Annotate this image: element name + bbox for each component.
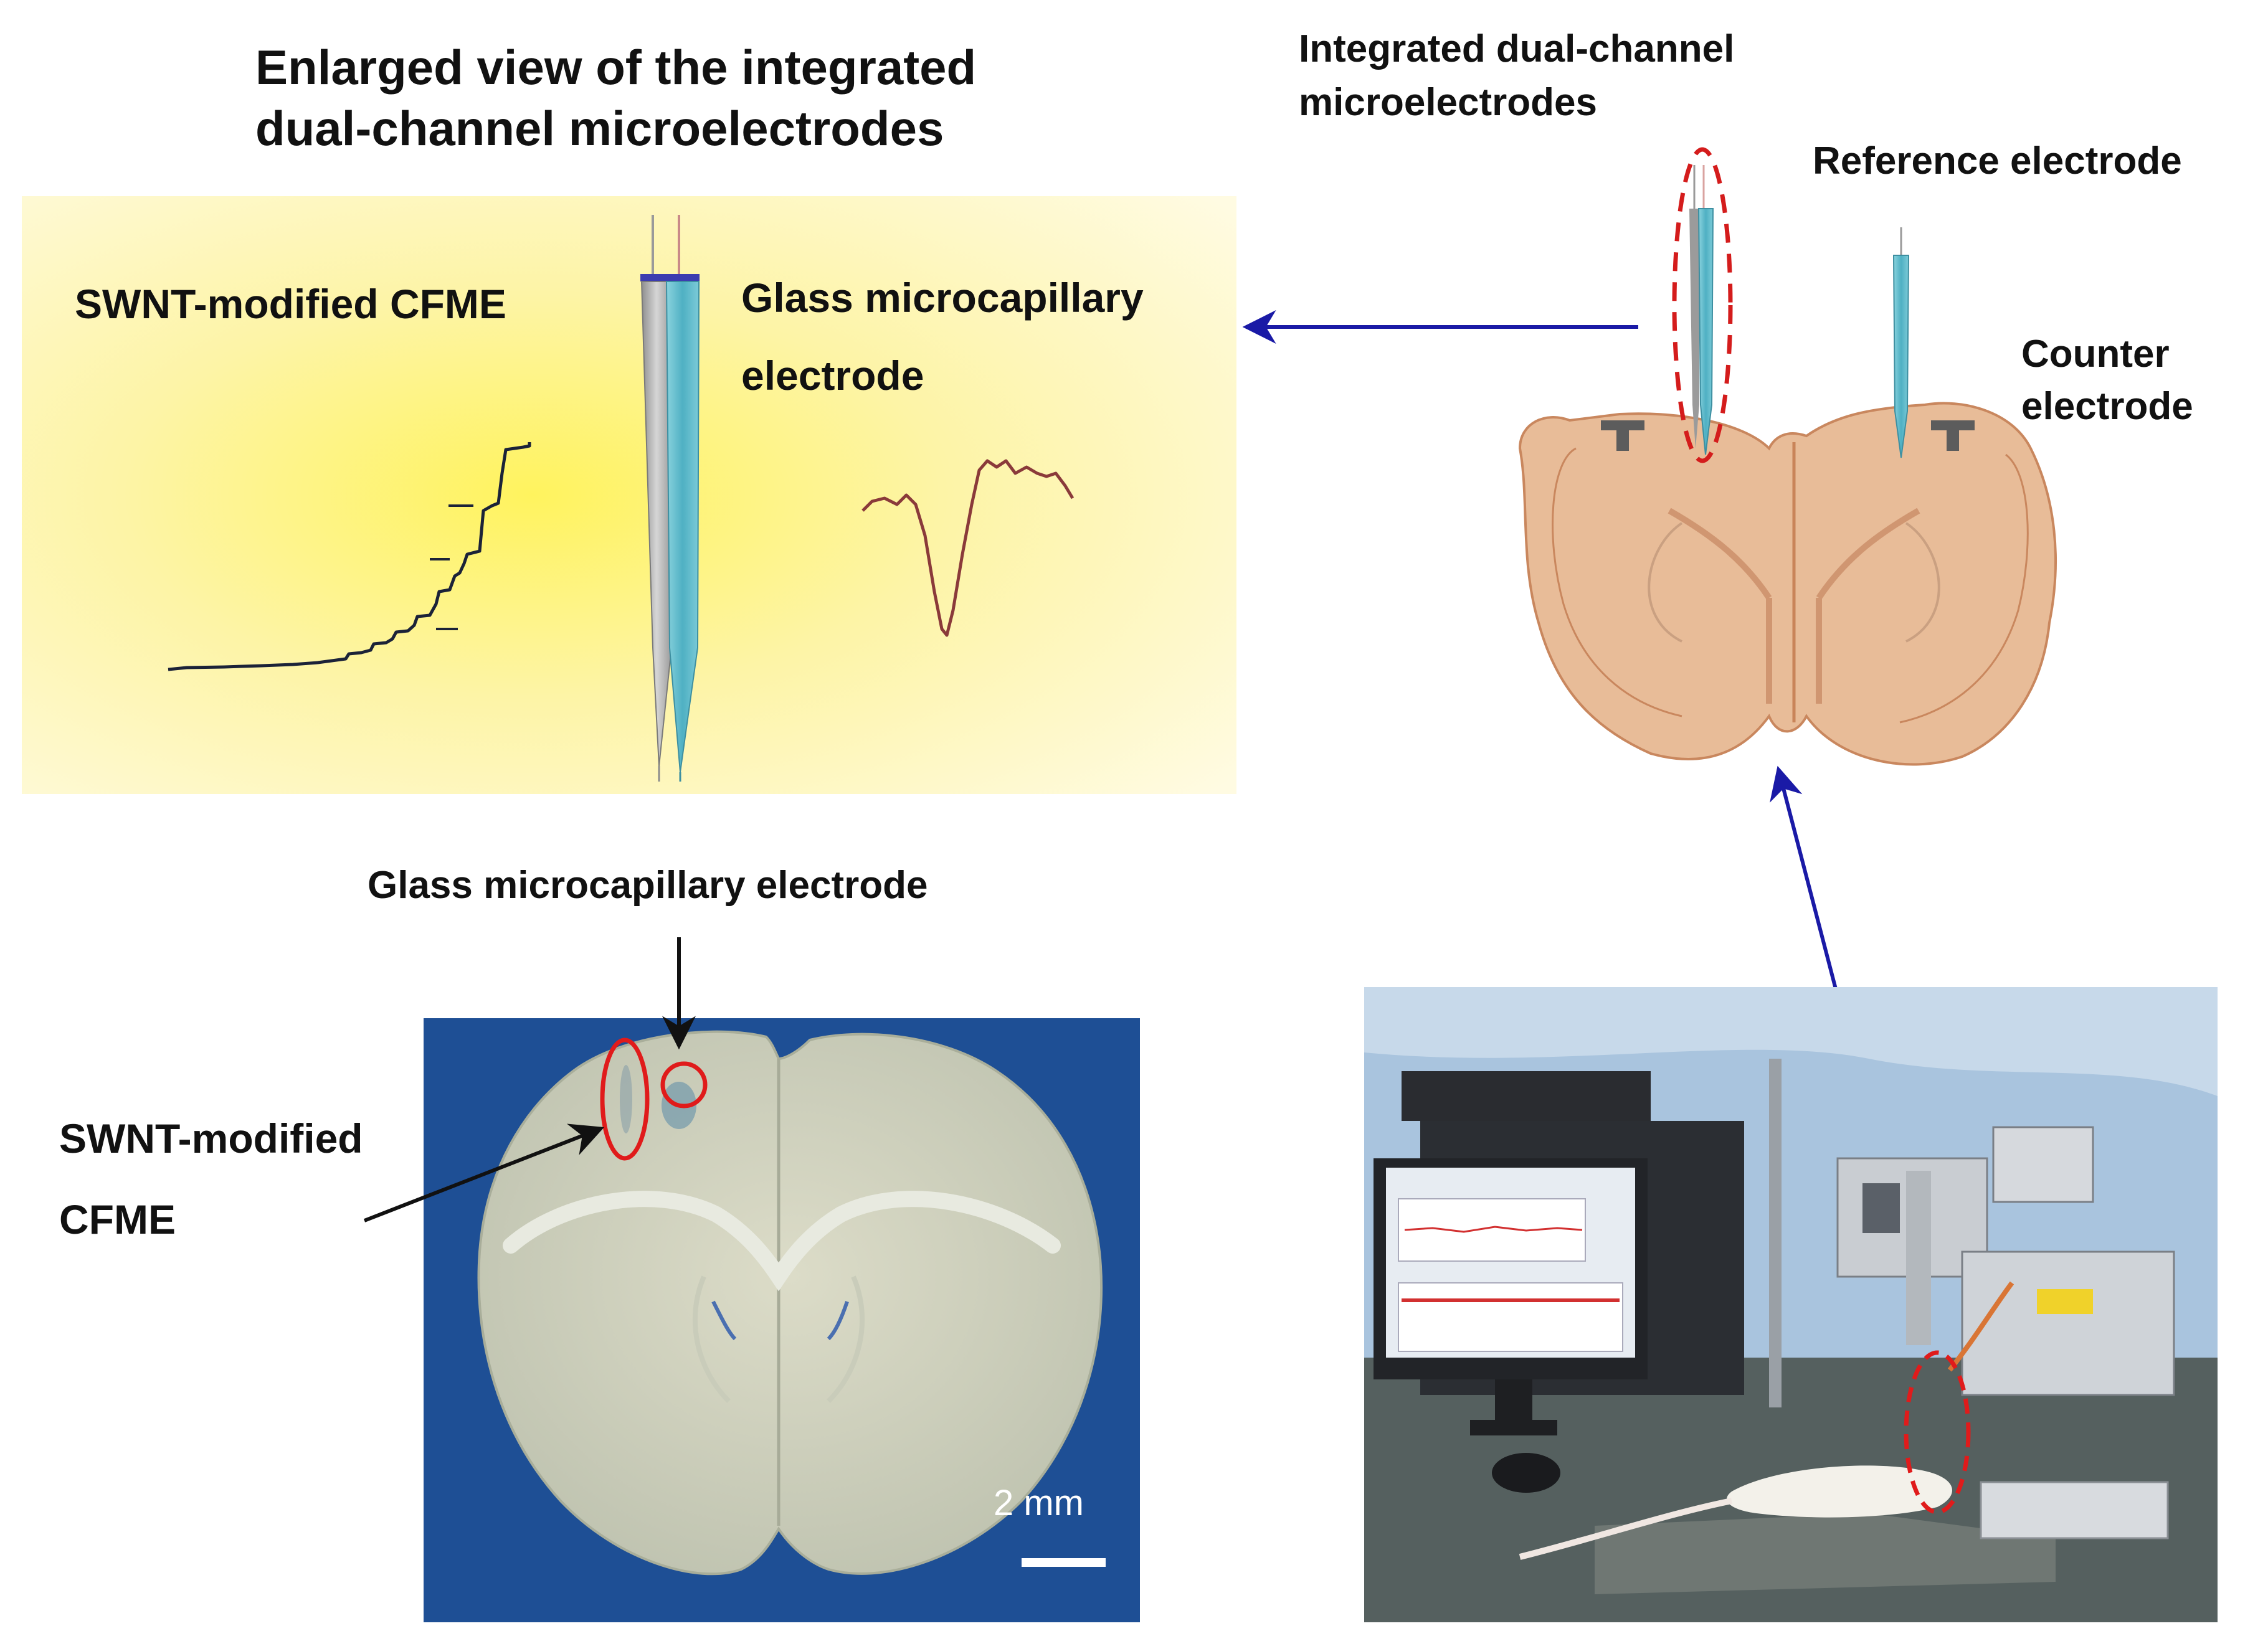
integrated-electrode-highlight bbox=[1672, 147, 1733, 463]
swnt-cfme-label: SWNT-modified CFME bbox=[75, 281, 506, 327]
schematic-integrated-electrode bbox=[1689, 165, 1714, 455]
photo-swnt-label-line1: SWNT-modified bbox=[59, 1115, 363, 1161]
setup-electrode-highlight bbox=[1904, 1350, 1971, 1515]
enlarged-view-title-line2: dual-channel microelectrodes bbox=[255, 101, 944, 156]
glass-electrode-label-line1: Glass microcapillary bbox=[741, 275, 1144, 321]
scale-bar bbox=[1022, 1558, 1106, 1567]
glass-track-highlight bbox=[660, 1061, 708, 1109]
trace-step-marks bbox=[430, 504, 473, 630]
arrow-swnt-track bbox=[363, 1123, 605, 1222]
experimental-setup-photo bbox=[1364, 987, 2218, 1622]
swnt-track-highlight bbox=[600, 1038, 650, 1161]
amperometric-trace bbox=[168, 442, 531, 671]
photo-glass-electrode-label: Glass microcapillary electrode bbox=[368, 864, 928, 907]
reference-electrode bbox=[1892, 227, 1910, 458]
glass-electrode-label-line2: electrode bbox=[741, 352, 924, 399]
enlarged-view-panel bbox=[22, 196, 1236, 794]
enlarged-view-title-line1: Enlarged view of the integrated bbox=[255, 40, 977, 95]
reference-electrode-label: Reference electrode bbox=[1813, 139, 2182, 182]
potentiometric-trace bbox=[861, 459, 1075, 637]
counter-electrode-label-line2: electrode bbox=[2021, 385, 2193, 428]
enlarged-electrode bbox=[640, 215, 700, 782]
scale-bar-label: 2 mm bbox=[994, 1483, 1084, 1523]
integrated-electrodes-label-line2: microelectrodes bbox=[1299, 81, 1597, 124]
photo-swnt-label-line2: CFME bbox=[59, 1196, 176, 1242]
brain-schematic bbox=[1518, 402, 2057, 766]
brain-section-photo bbox=[424, 1018, 1140, 1622]
counter-electrode-label-line1: Counter bbox=[2021, 333, 2170, 376]
integrated-electrodes-label-line1: Integrated dual-channel bbox=[1299, 27, 1735, 70]
